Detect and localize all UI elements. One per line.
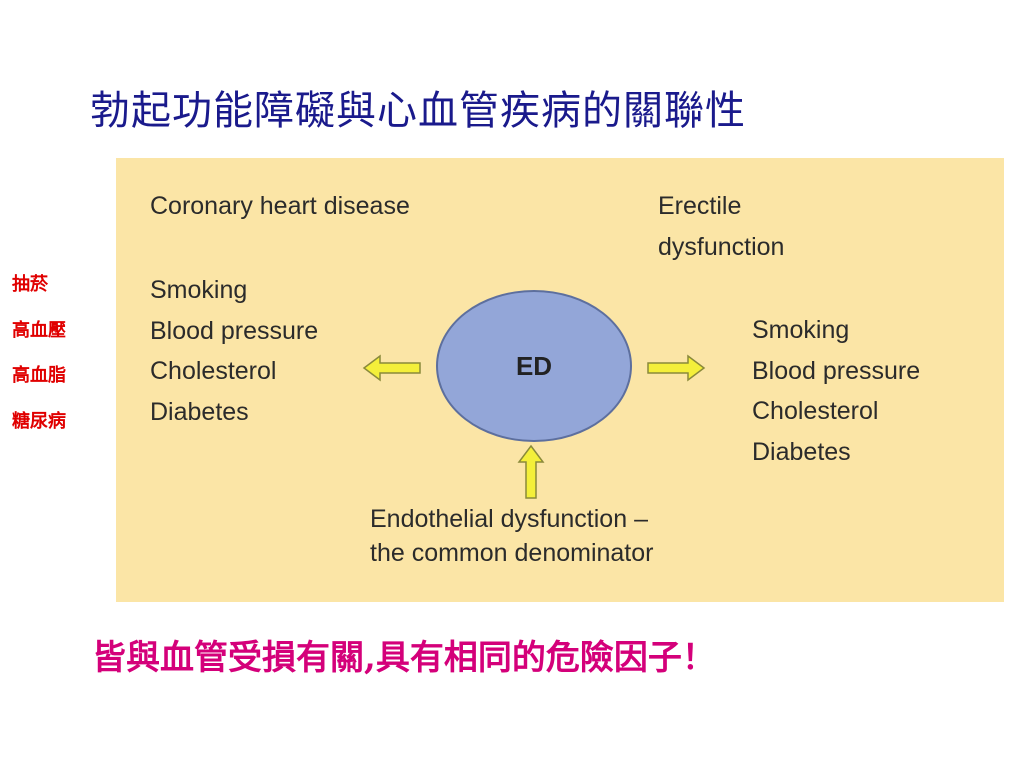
- side-note-hyperlipidemia: 高血脂: [12, 365, 66, 386]
- bottom-caption-line-1: Endothelial dysfunction –: [370, 505, 648, 533]
- bottom-caption: Endothelial dysfunction – the common den…: [370, 502, 653, 570]
- left-factor-cholesterol: Cholesterol: [150, 357, 277, 385]
- side-risk-list: 抽菸 高血壓 高血脂 糖尿病: [12, 272, 66, 454]
- left-heading: Coronary heart disease: [150, 192, 410, 220]
- right-factor-list: Smoking Blood pressure Cholesterol Diabe…: [752, 310, 920, 472]
- slide-title: 勃起功能障礙與心血管疾病的關聯性: [90, 88, 746, 134]
- bottom-caption-line-2: the common denominator: [370, 539, 654, 567]
- ed-label: ED: [515, 350, 553, 381]
- right-factor-cholesterol: Cholesterol: [752, 397, 879, 425]
- right-factor-diabetes: Diabetes: [752, 437, 851, 466]
- left-factor-smoking: Smoking: [150, 276, 248, 304]
- right-heading-line-2: dysfunction: [658, 232, 785, 261]
- right-heading-line-1: Erectile: [658, 192, 742, 220]
- side-note-smoking: 抽菸: [12, 274, 48, 295]
- footer-statement: 皆與血管受損有關,具有相同的危險因子！: [92, 638, 716, 678]
- left-factor-diabetes: Diabetes: [150, 397, 249, 426]
- arrow-up-icon: [517, 444, 545, 499]
- side-note-diabetes: 糖尿病: [12, 410, 66, 432]
- arrow-left-icon: [362, 354, 421, 382]
- right-heading: Erectile dysfunction: [658, 186, 784, 267]
- right-factor-blood-pressure: Blood pressure: [752, 356, 921, 385]
- left-factor-list: Smoking Blood pressure Cholesterol Diabe…: [150, 270, 318, 432]
- left-factor-blood-pressure: Blood pressure: [150, 316, 319, 345]
- arrow-right-icon: [647, 354, 706, 382]
- right-factor-smoking: Smoking: [752, 316, 850, 344]
- side-note-hypertension: 高血壓: [12, 319, 66, 341]
- ed-circle: ED: [436, 290, 632, 442]
